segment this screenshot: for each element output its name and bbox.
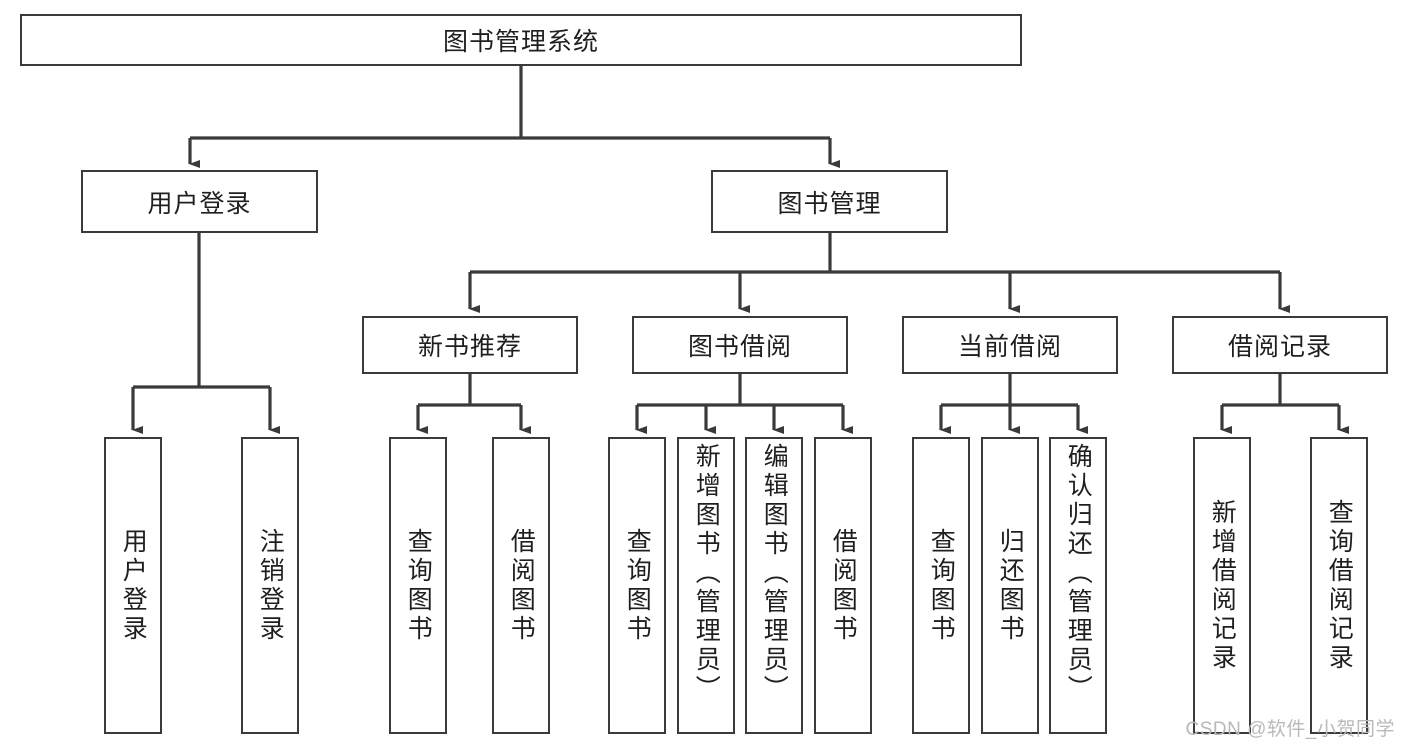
node-label: 借阅图书 [507, 527, 536, 644]
node-label: 借阅图书 [829, 527, 858, 644]
node-label: 查询图书 [623, 527, 652, 644]
node-label: 归还图书 [996, 527, 1025, 644]
node-new-book-recommendation[interactable]: 新书推荐 [362, 316, 578, 374]
node-label: 借阅记录 [1227, 333, 1332, 361]
leaf-add-book-admin[interactable]: 新增图书（管理员） [677, 437, 735, 734]
node-label: 注销登录 [256, 527, 285, 644]
leaf-return-books[interactable]: 归还图书 [981, 437, 1039, 734]
node-label: 查询图书 [927, 527, 956, 644]
leaf-borrow-books-borrowing[interactable]: 借阅图书 [814, 437, 872, 734]
node-label: 新增借阅记录 [1208, 498, 1237, 673]
node-label: 查询借阅记录 [1325, 498, 1354, 673]
node-label: 确认归还（管理员） [1064, 443, 1093, 704]
node-borrow-records[interactable]: 借阅记录 [1172, 316, 1388, 374]
node-label: 查询图书 [404, 527, 433, 644]
leaf-borrow-books-recommendation[interactable]: 借阅图书 [492, 437, 550, 734]
leaf-query-books-current[interactable]: 查询图书 [912, 437, 970, 734]
leaf-query-books-recommendation[interactable]: 查询图书 [389, 437, 447, 734]
node-label: 图书管理系统 [442, 28, 599, 56]
node-user-login[interactable]: 用户登录 [81, 170, 318, 233]
node-label: 用户登录 [147, 189, 252, 218]
leaf-edit-book-admin[interactable]: 编辑图书（管理员） [745, 437, 803, 734]
node-label: 用户登录 [119, 527, 148, 644]
node-book-borrowing[interactable]: 图书借阅 [632, 316, 848, 374]
node-root-book-management-system[interactable]: 图书管理系统 [20, 14, 1022, 66]
node-label: 新书推荐 [417, 333, 522, 361]
leaf-query-books-borrowing[interactable]: 查询图书 [608, 437, 666, 734]
node-label: 当前借阅 [957, 333, 1062, 361]
leaf-logout[interactable]: 注销登录 [241, 437, 299, 734]
node-label: 图书借阅 [687, 333, 792, 361]
leaf-add-borrow-record[interactable]: 新增借阅记录 [1193, 437, 1251, 734]
node-current-borrowing[interactable]: 当前借阅 [902, 316, 1118, 374]
node-label: 图书管理 [777, 189, 882, 218]
node-book-management[interactable]: 图书管理 [711, 170, 948, 233]
leaf-confirm-return-admin[interactable]: 确认归还（管理员） [1049, 437, 1107, 734]
node-label: 新增图书（管理员） [692, 443, 721, 704]
node-label: 编辑图书（管理员） [760, 443, 789, 704]
leaf-user-login[interactable]: 用户登录 [104, 437, 162, 734]
leaf-query-borrow-record[interactable]: 查询借阅记录 [1310, 437, 1368, 734]
